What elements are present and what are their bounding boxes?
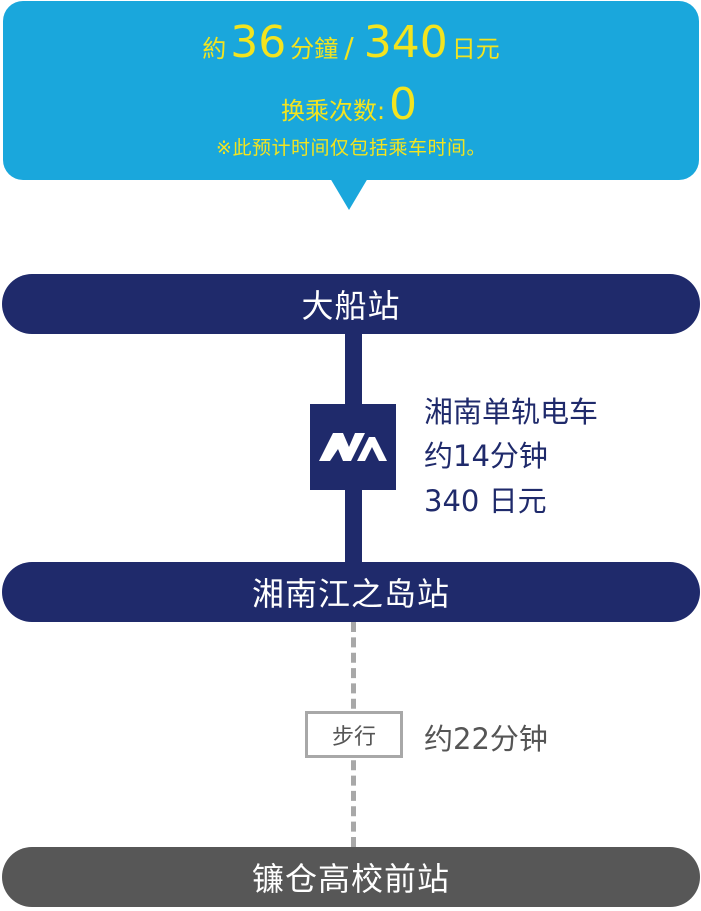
station-destination: 镰仓高校前站	[2, 847, 700, 907]
transfers-count: 0	[389, 79, 418, 130]
separator: /	[344, 31, 354, 64]
walk-duration: 约22分钟	[424, 722, 548, 756]
rail-line-name: 湘南单轨电车	[424, 395, 599, 429]
fare-unit: 日元	[451, 35, 500, 63]
summary-transfers: 换乘次数: 0	[3, 79, 699, 130]
rail-fare: 340 日元	[424, 484, 547, 518]
approx-prefix: 約	[202, 35, 227, 63]
walk-label-box: 步行	[305, 711, 403, 758]
rail-duration: 约14分钟	[424, 439, 548, 473]
total-fare: 340	[363, 17, 448, 68]
transfers-label: 换乘次数:	[280, 97, 386, 125]
monorail-logo-icon	[319, 433, 387, 461]
minutes-unit: 分鐘	[290, 35, 339, 63]
route-summary-bubble: 約 36 分鐘 / 340 日元 换乘次数: 0 ※此预计时间仅包括乘车时间。	[3, 1, 699, 180]
station-origin: 大船站	[2, 274, 700, 334]
station-transfer: 湘南江之岛站	[2, 562, 700, 622]
monorail-logo-icon	[310, 404, 396, 490]
total-minutes: 36	[230, 17, 287, 68]
summary-time-fare: 約 36 分鐘 / 340 日元	[3, 17, 699, 77]
summary-note: ※此预计时间仅包括乘车时间。	[216, 137, 486, 159]
bubble-pointer	[330, 178, 368, 210]
